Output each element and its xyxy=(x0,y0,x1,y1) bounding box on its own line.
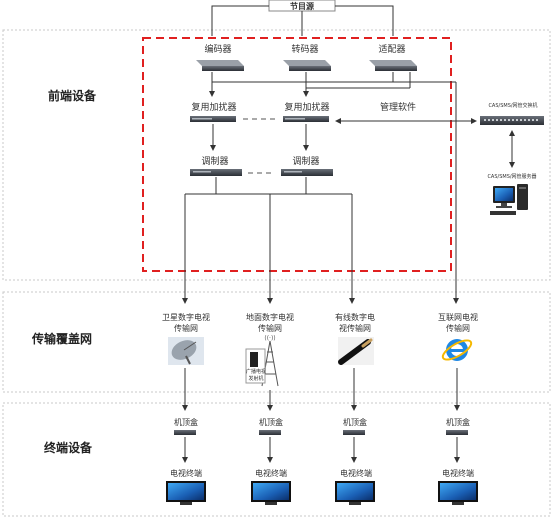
stb-label: 机顶盒 xyxy=(343,417,367,427)
stb-label: 机顶盒 xyxy=(174,417,198,427)
transmitter-label: 广播电视 xyxy=(246,368,266,375)
transport-panel xyxy=(2,291,551,393)
set-top-box xyxy=(446,430,468,435)
tv-label: 电视终端 xyxy=(340,468,372,478)
transmitter-label: 发射机 xyxy=(248,375,263,382)
cable-icon xyxy=(338,337,374,365)
network-labels: 卫星数字电视 传输网 地面数字电视 传输网 有线数字电 视传输网 互联网电视 传… xyxy=(162,312,478,333)
section-frontend: 前端设备 xyxy=(48,88,97,103)
cas-switch-device xyxy=(480,116,544,125)
mod-right-label: 调制器 xyxy=(292,155,319,167)
management-label: 管理软件 xyxy=(380,101,416,113)
mod-left-device xyxy=(190,169,242,176)
encoder-device xyxy=(196,60,244,71)
tv-label: 电视终端 xyxy=(442,468,474,478)
transcoder-device xyxy=(283,60,331,71)
network-label: 传输网 xyxy=(446,323,470,333)
svg-text:((·)): ((·)) xyxy=(264,335,275,342)
section-terminal: 终端设备 xyxy=(44,440,93,455)
broadcast-tower-icon: ((·)) xyxy=(245,335,279,387)
stb-label: 机顶盒 xyxy=(446,417,470,427)
network-label: 卫星数字电视 xyxy=(162,312,210,322)
mux-right-label: 复用加扰器 xyxy=(284,101,329,113)
transcoder-label: 转码器 xyxy=(291,43,318,55)
frontend-panel xyxy=(2,29,551,281)
tv-terminals xyxy=(166,481,478,505)
set-top-box xyxy=(259,430,281,435)
adapter-label: 适配器 xyxy=(378,44,405,55)
set-top-box xyxy=(343,430,365,435)
network-label: 有线数字电 xyxy=(335,312,375,322)
source-lines xyxy=(211,5,394,36)
tv-icon xyxy=(251,481,291,505)
source-label: 节目源 xyxy=(290,1,314,11)
cas-switch-label: CAS/SMS/网管交换机 xyxy=(488,102,537,109)
adapter-device xyxy=(369,60,417,71)
encoder-label: 编码器 xyxy=(204,43,231,55)
terminal-panel xyxy=(2,402,551,517)
cas-server-computer xyxy=(490,184,528,215)
mod-left-label: 调制器 xyxy=(201,155,228,167)
tv-label: 电视终端 xyxy=(255,468,287,478)
distribution-lines xyxy=(182,177,355,304)
stb-label: 机顶盒 xyxy=(259,417,283,427)
set-top-box xyxy=(174,430,196,435)
cas-server-label: CAS/SMS/网管服务器 xyxy=(487,173,536,180)
section-transport: 传输覆盖网 xyxy=(31,331,92,346)
mod-right-device xyxy=(281,169,333,176)
mux-left-device xyxy=(190,116,236,122)
network-label: 传输网 xyxy=(258,323,282,333)
stb-to-tv-lines xyxy=(182,437,460,463)
encoder-bus xyxy=(209,72,456,97)
mux-right-device xyxy=(283,116,329,122)
tv-icon xyxy=(166,481,206,505)
tv-icon xyxy=(335,481,375,505)
tv-icon xyxy=(438,481,478,505)
satellite-dish-icon xyxy=(168,337,204,365)
headend-boundary xyxy=(142,37,452,272)
network-label: 传输网 xyxy=(174,323,198,333)
network-label: 视传输网 xyxy=(339,323,371,333)
mux-left-label: 复用加扰器 xyxy=(191,101,236,113)
internet-explorer-icon xyxy=(441,339,473,361)
network-label: 互联网电视 xyxy=(438,312,478,322)
network-to-stb-lines xyxy=(182,368,460,411)
stb-devices xyxy=(174,430,468,435)
network-label: 地面数字电视 xyxy=(246,312,294,322)
tv-label: 电视终端 xyxy=(170,468,202,478)
